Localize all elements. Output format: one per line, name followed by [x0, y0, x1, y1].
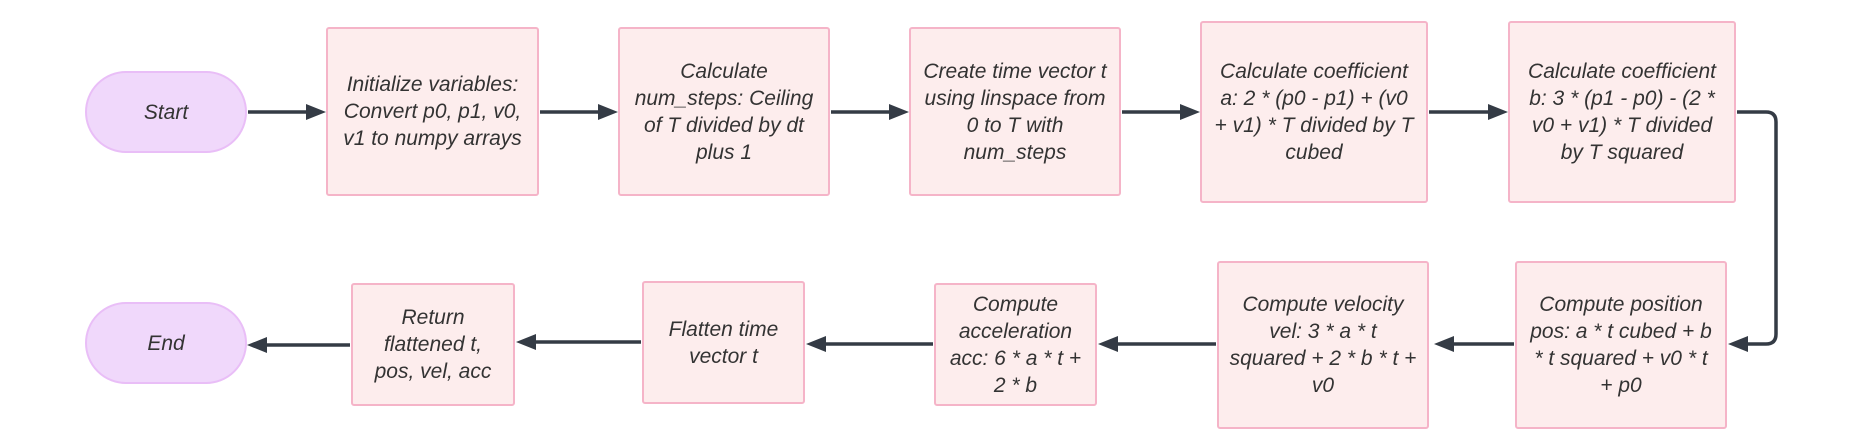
edge-n4-to-n5: [1429, 104, 1508, 120]
process-node-compute-acceleration: Compute acceleration acc: 6 * a * t + 2 …: [934, 283, 1097, 406]
process-node-calculate-num-steps: Calculate num_steps: Ceiling of T divide…: [618, 27, 830, 196]
process-node-calculate-coefficient-a: Calculate coefficient a: 2 * (p0 - p1) +…: [1200, 21, 1428, 203]
process-node-initialize-variables: Initialize variables: Convert p0, p1, v0…: [326, 27, 539, 196]
process-node-compute-position: Compute position pos: a * t cubed + b * …: [1515, 261, 1727, 429]
edge-n5-to-n6: [1728, 110, 1778, 352]
edge-n9-to-n10: [516, 334, 641, 350]
edge-start-to-n1: [248, 104, 326, 120]
edge-n6-to-n7: [1434, 336, 1514, 352]
process-node-create-time-vector: Create time vector t using linspace from…: [909, 27, 1121, 196]
edge-n2-to-n3: [831, 104, 909, 120]
end-node: End: [85, 302, 247, 384]
edge-n3-to-n4: [1122, 104, 1200, 120]
edge-n10-to-end: [247, 337, 350, 353]
edge-n1-to-n2: [540, 104, 618, 120]
edge-n7-to-n8: [1098, 336, 1216, 352]
process-node-calculate-coefficient-b: Calculate coefficient b: 3 * (p1 - p0) -…: [1508, 21, 1736, 203]
process-node-compute-velocity: Compute velocity vel: 3 * a * t squared …: [1217, 261, 1429, 429]
process-node-flatten-time-vector: Flatten time vector t: [642, 281, 805, 404]
start-node: Start: [85, 71, 247, 153]
process-node-return-results: Return flattened t, pos, vel, acc: [351, 283, 515, 406]
edge-n8-to-n9: [806, 336, 933, 352]
